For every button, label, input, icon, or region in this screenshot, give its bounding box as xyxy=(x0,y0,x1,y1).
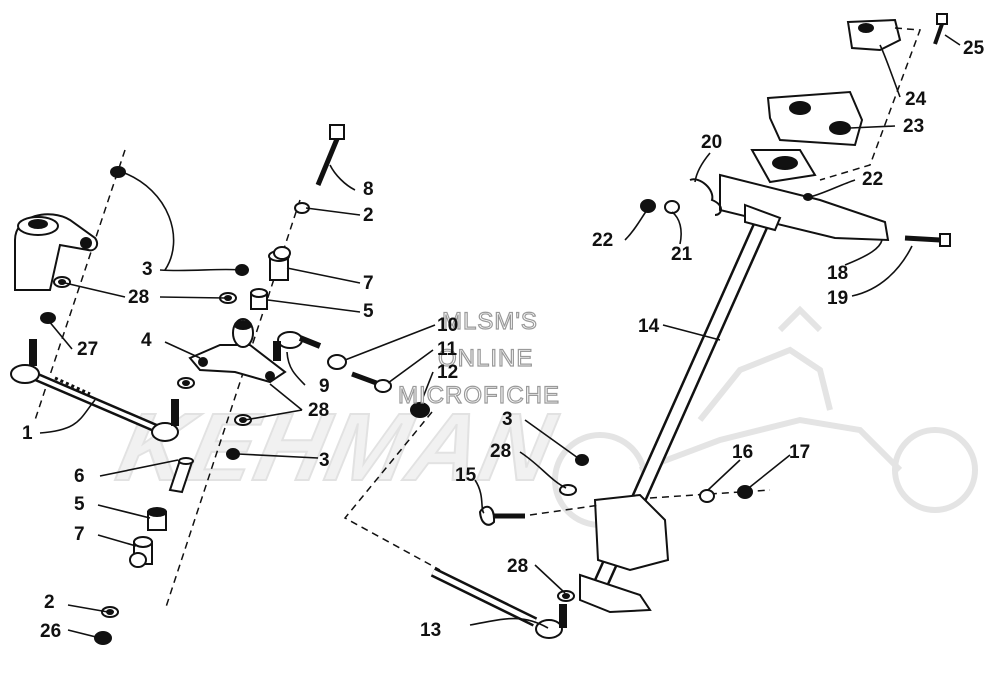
callout-13: 13 xyxy=(420,620,442,641)
part-10-12-hardware xyxy=(327,354,430,418)
callout-19: 19 xyxy=(827,288,849,309)
callout-5: 5 xyxy=(363,301,374,322)
callout-28: 28 xyxy=(490,441,512,462)
part-6-sleeve xyxy=(168,457,194,494)
callout-2: 2 xyxy=(44,592,55,613)
callout-7: 7 xyxy=(74,524,85,545)
callout-9: 9 xyxy=(319,376,330,397)
part-23-lower-clamp xyxy=(766,90,864,147)
part-4-idler-arm xyxy=(188,318,287,384)
callout-11: 11 xyxy=(437,339,458,360)
callout-26: 26 xyxy=(40,621,62,642)
part-21-washer xyxy=(664,200,680,214)
part-5-bushing-top xyxy=(250,288,268,310)
part-20-clip xyxy=(689,178,722,216)
callout-28: 28 xyxy=(507,556,529,577)
callout-6: 6 xyxy=(74,466,85,487)
callout-24: 24 xyxy=(905,89,927,110)
callout-14: 14 xyxy=(638,316,660,337)
part-25-bolt xyxy=(933,13,948,45)
callout-16: 16 xyxy=(732,442,754,463)
part-17-nut xyxy=(737,485,753,499)
callout-17: 17 xyxy=(789,442,811,463)
drag-link-path xyxy=(343,411,441,571)
watermark-line-1: MLSM'S xyxy=(441,308,538,335)
callout-28: 28 xyxy=(308,400,330,421)
callout-4: 4 xyxy=(141,330,152,351)
callout-28: 28 xyxy=(128,287,150,308)
callout-21: 21 xyxy=(671,244,693,265)
callout-22: 22 xyxy=(862,169,884,190)
callout-22: 22 xyxy=(592,230,614,251)
part-9-ball-joint xyxy=(273,331,322,361)
watermark-line-3: MICROFICHE xyxy=(397,382,560,409)
clamp-axis-line xyxy=(819,27,922,181)
callout-23: 23 xyxy=(903,116,925,137)
part-16-washer xyxy=(699,489,715,503)
part-24-upper-clamp xyxy=(846,18,902,52)
part-5-bushing-bottom xyxy=(147,507,167,531)
callout-10: 10 xyxy=(437,315,459,336)
watermark-line-2: ONLINE xyxy=(437,345,534,372)
callout-5: 5 xyxy=(74,494,85,515)
callout-12: 12 xyxy=(437,362,459,383)
callout-27: 27 xyxy=(77,339,99,360)
part-7-bushing-bottom xyxy=(129,536,153,568)
leader-lines xyxy=(39,34,961,639)
callout-3: 3 xyxy=(142,259,153,280)
part-14-steering-post xyxy=(579,149,890,614)
callout-25: 25 xyxy=(963,38,985,59)
callout-3: 3 xyxy=(502,409,513,430)
part-8-bolt xyxy=(315,124,345,186)
part-22-nut-left xyxy=(640,199,656,213)
part-19-bolt xyxy=(904,233,951,247)
part-small-hardware-left xyxy=(40,166,252,645)
part-7-bushing-top xyxy=(268,246,291,281)
callout-18: 18 xyxy=(827,263,849,284)
callout-1: 1 xyxy=(22,423,33,444)
callout-2: 2 xyxy=(363,205,374,226)
watermark-motorcycle xyxy=(552,305,978,528)
callout-20: 20 xyxy=(701,132,723,153)
part-3-nut-right xyxy=(575,454,589,466)
callout-7: 7 xyxy=(363,273,374,294)
part-1-tie-rod xyxy=(10,339,179,442)
callout-3: 3 xyxy=(319,450,330,471)
callout-8: 8 xyxy=(363,179,374,200)
pitman-arm xyxy=(14,213,98,291)
callout-15: 15 xyxy=(455,465,477,486)
